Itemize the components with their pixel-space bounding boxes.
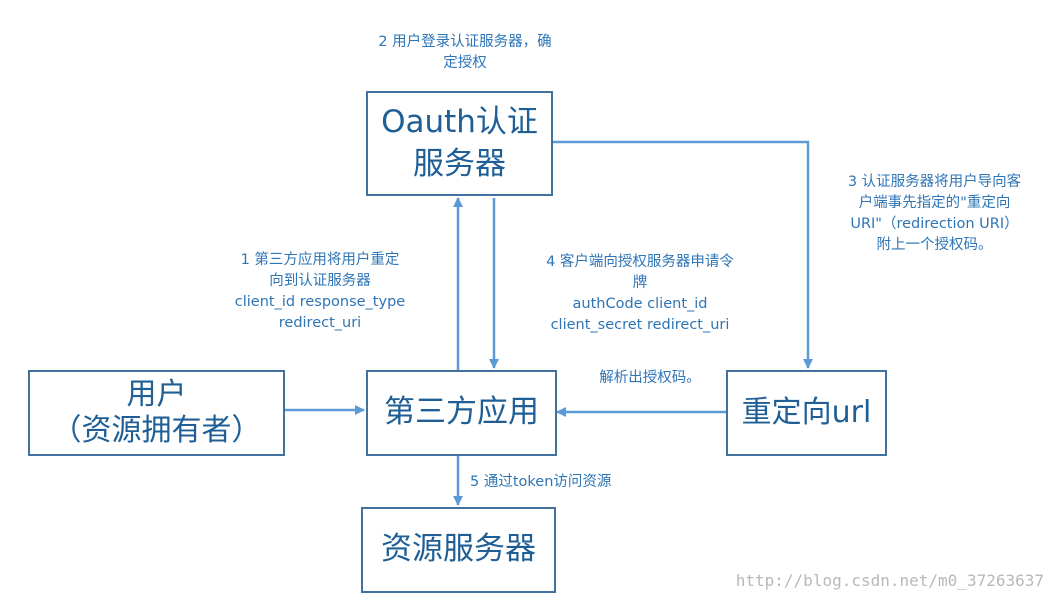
step5-label: 5 通过token访问资源	[470, 474, 612, 490]
resource-server-box: 资源服务器	[361, 507, 556, 593]
watermark-url: http://blog.csdn.net/m0_37263637	[735, 571, 1044, 590]
third-party-app-box: 第三方应用	[366, 370, 557, 456]
arrow-oauth-to-redirect	[553, 140, 813, 369]
oauth-server-box: Oauth认证 服务器	[366, 91, 553, 196]
step1-label: 1 第三方应用将用户重定 向到认证服务器 client_id response_…	[234, 252, 406, 331]
step4-label: 4 客户端向授权服务器申请令 牌 authCode client_id clie…	[546, 254, 734, 333]
redirect-url-box: 重定向url	[726, 370, 887, 456]
step3-label: 3 认证服务器将用户导向客 户端事先指定的"重定向 URI"（redirecti…	[847, 174, 1022, 253]
step2-label: 2 用户登录认证服务器，确 定授权	[378, 34, 552, 71]
user-box: 用户 （资源拥有者）	[28, 370, 285, 456]
parse-code-label: 解析出授权码。	[599, 370, 701, 386]
